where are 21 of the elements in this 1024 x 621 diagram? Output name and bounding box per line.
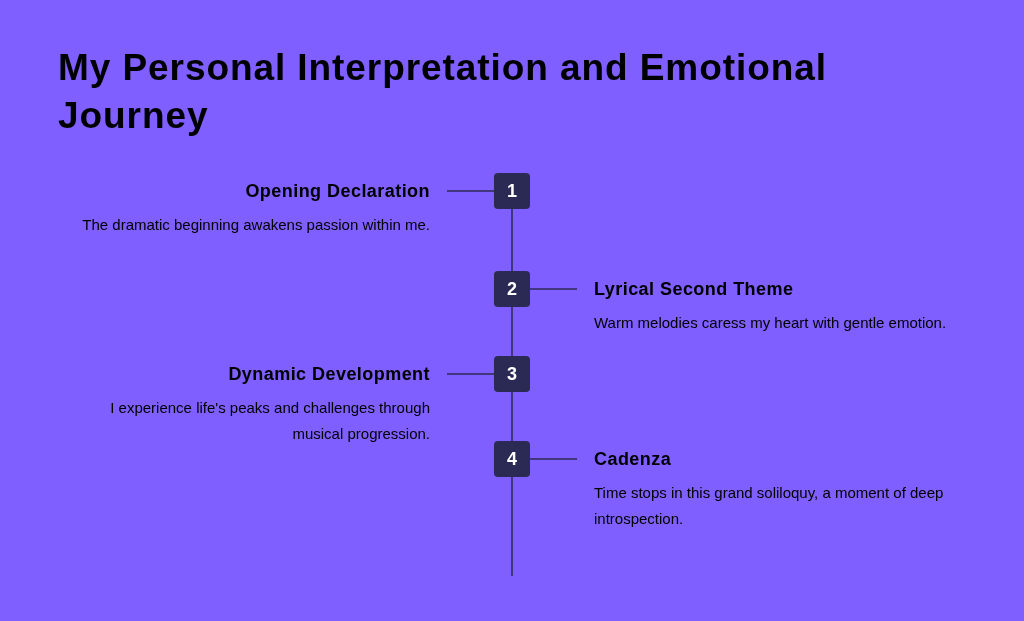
connector-line (511, 208, 513, 272)
step-description: Warm melodies caress my heart with gentle emotion. (594, 313, 947, 333)
step-description: Time stops in this grand soliloquy, a moment of deep introspection. (594, 483, 945, 529)
step-heading: Lyrical Second Theme (594, 278, 794, 301)
step-heading: Cadenza (594, 448, 672, 471)
connector-line (529, 288, 578, 290)
connector-line (511, 391, 513, 442)
step-number-box: 4 (494, 441, 530, 477)
step-number-box: 1 (494, 173, 530, 209)
connector-line (511, 306, 513, 357)
title: My Personal Interpretation and Emotional Journey (58, 46, 828, 138)
step-description: I experience life's peaks and challenges through musical progression. (109, 398, 430, 444)
connector-line (529, 458, 578, 460)
step-heading: Opening Declaration (245, 180, 430, 203)
connector-line (446, 373, 495, 375)
step-number-box: 3 (494, 356, 530, 392)
step-number-box: 2 (494, 271, 530, 307)
step-heading: Dynamic Development (228, 363, 430, 386)
connector-line (446, 190, 495, 192)
step-description: The dramatic beginning awakens passion within me. (82, 215, 430, 235)
connector-line (511, 476, 513, 577)
